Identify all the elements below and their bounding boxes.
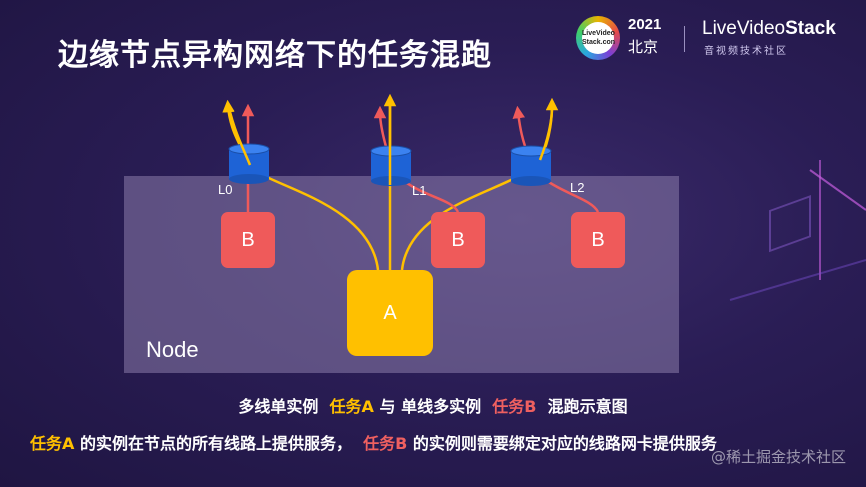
task-b-instance-l2: B: [571, 212, 625, 268]
link-label-l0: L0: [218, 182, 233, 197]
node-label: Node: [146, 337, 199, 362]
link-label-l1: L1: [412, 183, 427, 198]
link-cylinder-l2: [510, 145, 552, 186]
diagram-caption: 多线单实例 任务A 与 单线多实例 任务B 混跑示意图: [238, 397, 628, 416]
logo-divider: [684, 26, 685, 52]
page-title: 边缘节点异构网络下的任务混跑: [58, 38, 492, 73]
link-label-l2: L2: [570, 180, 585, 195]
logo-brand: LiveVideoStack: [702, 18, 836, 39]
logo-year: 2021: [628, 16, 662, 33]
task-b-instance-l1: B: [431, 212, 485, 268]
task-a-instance: A: [347, 270, 433, 356]
logo-city: 北京: [628, 38, 659, 56]
task-b-instance-l0: B: [221, 212, 275, 268]
description-text: 任务A 的实例在节点的所有线路上提供服务， 任务B 的实例则需要绑定对应的线路网…: [30, 434, 717, 453]
logo-subtitle: 音视频技术社区: [704, 46, 788, 57]
watermark: @稀土掘金技术社区: [710, 448, 846, 466]
decorative-lines: [729, 160, 866, 301]
